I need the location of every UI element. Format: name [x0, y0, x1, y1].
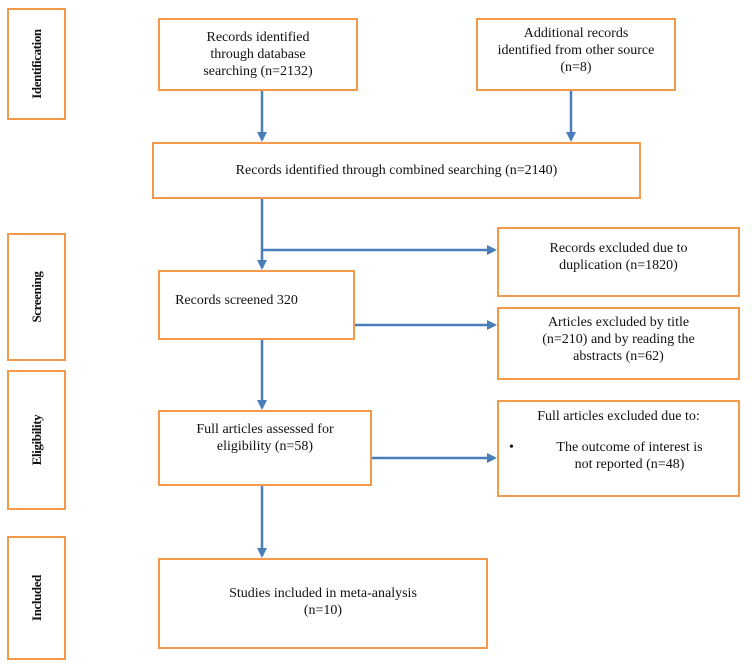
box-full-text-excluded: Full articles excluded due to: • The out…: [497, 400, 740, 497]
stage-identification: Identification: [7, 8, 66, 120]
box-database-search: Records identified through database sear…: [158, 18, 358, 91]
box-full-text-assessed: Full articles assessed for eligibility (…: [158, 410, 372, 486]
box-screened: Records screened 320: [158, 270, 355, 340]
box-combined-search: Records identified through combined sear…: [152, 142, 641, 199]
box-duplicates-excluded: Records excluded due to duplication (n=1…: [497, 227, 740, 297]
box-title-abstract-excluded: Articles excluded by title (n=210) and b…: [497, 307, 740, 380]
stage-screening: Screening: [7, 233, 66, 361]
full-text-excluded-reason: • The outcome of interest is not reporte…: [503, 439, 734, 473]
full-text-excluded-bullet: The outcome of interest is not reported …: [556, 440, 703, 472]
full-text-excluded-heading: Full articles excluded due to:: [537, 409, 700, 424]
box-other-sources: Additional records identified from other…: [476, 18, 676, 91]
stage-eligibility: Eligibility: [7, 370, 66, 510]
stage-included: Included: [7, 536, 66, 660]
bullet-icon: •: [509, 440, 514, 455]
box-included-studies: Studies included in meta-analysis (n=10): [158, 558, 488, 649]
